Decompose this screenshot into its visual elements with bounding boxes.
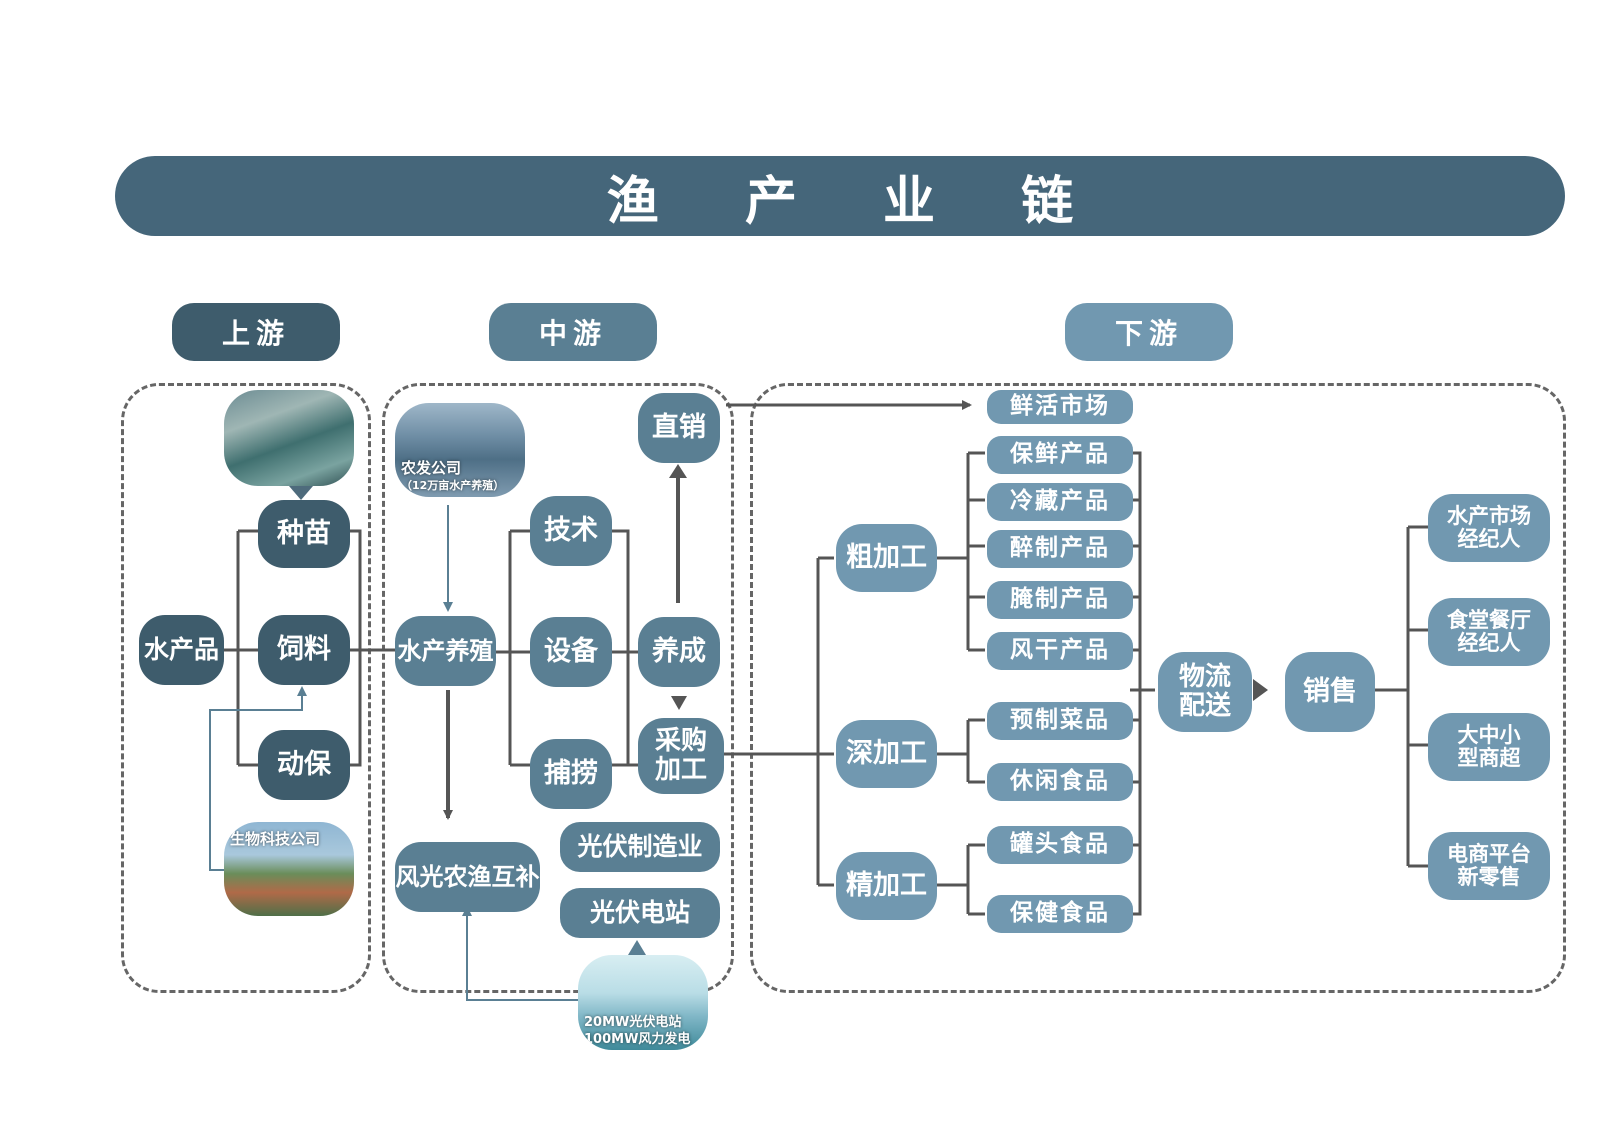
feed-node: 饲料 — [258, 615, 350, 685]
aquatic-products-node: 水产品 — [139, 615, 224, 685]
wind-solar-fishery-node: 风光农渔互补 — [395, 842, 540, 912]
technology-node: 技术 — [530, 496, 612, 566]
section-midstream: 中游 — [489, 303, 657, 361]
upstream-region — [121, 383, 371, 993]
nongfa-photo: 农发公司 （12万亩水产养殖） — [395, 403, 525, 497]
fine-item-node: 罐头食品 — [987, 826, 1133, 864]
aquaculture-node: 水产养殖 — [395, 616, 496, 686]
page-title: 渔 产 业 链 — [606, 171, 1108, 232]
animal-health-node: 动保 — [258, 730, 350, 800]
rough-item-node: 醉制产品 — [987, 530, 1133, 568]
raising-node: 养成 — [638, 617, 720, 687]
downstream-region — [750, 383, 1566, 993]
sales-node: 销售 — [1285, 652, 1375, 732]
section-downstream: 下游 — [1065, 303, 1233, 361]
bio-company-label: 生物科技公司 — [230, 830, 321, 848]
logistics-node: 物流配送 — [1158, 652, 1252, 732]
title-bar: 渔 产 业 链 — [115, 156, 1565, 236]
rough-item-node: 冷藏产品 — [987, 483, 1133, 521]
fine-item-node: 保健食品 — [987, 895, 1133, 933]
pv-station-node: 光伏电站 — [560, 888, 720, 938]
power-plant-photo: 20MW光伏电站 100MW风力发电 — [578, 955, 708, 1050]
rough-item-node: 风干产品 — [987, 632, 1133, 670]
channel-node: 电商平台新零售 — [1428, 832, 1550, 900]
seedling-node: 种苗 — [258, 500, 350, 568]
plant-line1-label: 20MW光伏电站 — [584, 1015, 682, 1030]
purchase-processing-node: 采购加工 — [638, 718, 724, 794]
midstream-region — [382, 383, 734, 993]
deep-item-node: 休闲食品 — [987, 763, 1133, 801]
fishing-node: 捕捞 — [530, 739, 612, 809]
rough-processing-node: 粗加工 — [836, 524, 937, 592]
rough-item-node: 腌制产品 — [987, 581, 1133, 619]
equipment-node: 设备 — [530, 617, 612, 687]
direct-sales-node: 直销 — [638, 393, 720, 463]
channel-node: 大中小型商超 — [1428, 713, 1550, 781]
plant-line2-label: 100MW风力发电 — [584, 1032, 691, 1047]
nongfa-note-label: （12万亩水产养殖） — [401, 479, 505, 492]
bio-company-photo: 生物科技公司 — [224, 822, 354, 916]
section-upstream: 上游 — [172, 303, 340, 361]
nongfa-company-label: 农发公司 — [401, 459, 462, 477]
fresh-market-node: 鲜活市场 — [987, 390, 1133, 424]
channel-node: 水产市场经纪人 — [1428, 494, 1550, 562]
pv-manufacturing-node: 光伏制造业 — [560, 822, 720, 872]
rough-item-node: 保鲜产品 — [987, 436, 1133, 474]
deep-item-node: 预制菜品 — [987, 702, 1133, 740]
fine-processing-node: 精加工 — [836, 852, 937, 920]
channel-node: 食堂餐厅经纪人 — [1428, 598, 1550, 666]
deep-processing-node: 深加工 — [836, 720, 937, 788]
fish-fry-photo — [224, 390, 354, 486]
